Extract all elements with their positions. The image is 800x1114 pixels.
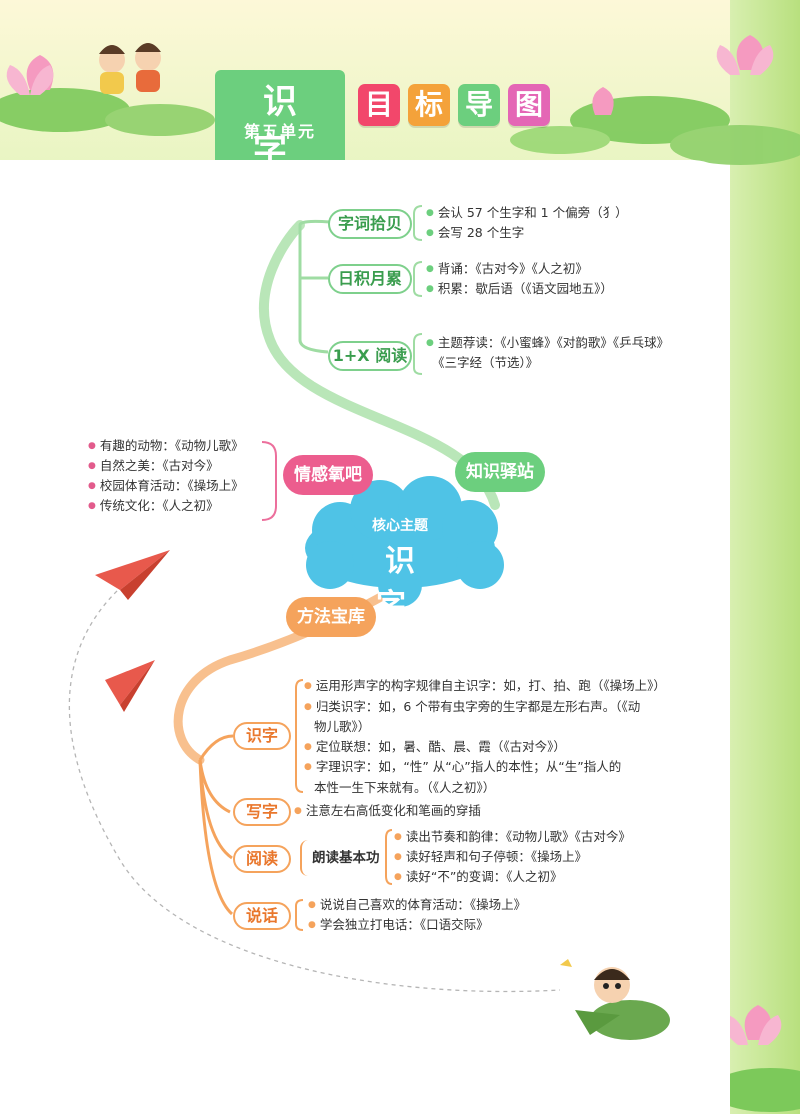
list-item: 运用形声字的构字规律自主识字：如，打、拍、跑（《操场上》） (315, 678, 666, 693)
emotion-items: ●有趣的动物：《动物儿歌》 ●自然之美：《古对今》 ●校园体育活动：《操场上》 … (88, 436, 244, 516)
knowledge-brace (413, 261, 423, 297)
list-item: 《三字经（节选）》 (432, 355, 539, 370)
bullet-icon: ● (426, 284, 434, 294)
list-item: 本性一生下来就有。（《人之初》） (314, 779, 496, 795)
header-tile: 目 (358, 84, 400, 126)
list-item: 读出节奏和韵律：《动物儿歌》《古对今》 (405, 829, 631, 844)
bullet-icon: ● (394, 832, 402, 842)
boy-on-plane-illustration (560, 959, 670, 1040)
list-item: 学会独立打电话：《口语交际》 (319, 917, 489, 932)
bullet-icon: ● (426, 338, 434, 348)
bullet-icon: ● (304, 741, 312, 752)
method-xiezi-text: ●注意左右高低变化和笔画的穿插 (294, 801, 481, 821)
branch-yuedu-x: 1+X 阅读 (328, 341, 412, 371)
bullet-icon: ● (426, 208, 434, 218)
list-item: 注意左右高低变化和笔画的穿插 (305, 803, 481, 818)
bullet-icon: ● (304, 701, 312, 712)
yuedu-sub-box (300, 840, 382, 876)
list-item: 传统文化：《人之初》 (99, 498, 219, 513)
bullet-icon: ● (394, 852, 402, 862)
knowledge-brace (413, 205, 423, 241)
method-shuohua: 说话 (233, 902, 291, 930)
list-item: 归类识字：如，6 个带有虫字旁的生字都是左形右声。（《动 (315, 698, 641, 714)
list-item: 会认 57 个生字和 1 个偏旁（犭） (437, 205, 628, 220)
unit-title: 识 字 (253, 82, 317, 171)
branch-zici-items: ●会认 57 个生字和 1 个偏旁（犭） ●会写 28 个生字 (426, 203, 628, 243)
unit-subtitle: 第五单元 (243, 122, 316, 141)
list-item: 校园体育活动：《操场上》 (99, 478, 244, 493)
method-brace (295, 899, 304, 931)
method-yuedu: 阅读 (233, 845, 291, 873)
bullet-icon: ● (294, 806, 302, 816)
knowledge-branch-line (298, 225, 329, 354)
list-item: 字理识字：如，“性” 从“心”指人的本性；从“生”指人的 (315, 759, 622, 774)
list-item: 自然之美：《古对今》 (99, 458, 219, 473)
knowledge-branch-line (298, 219, 331, 226)
method-shizi-items: ●运用形声字的构字规律自主识字：如，打、拍、跑（《操场上》） ●归类识字：如，6… (304, 676, 666, 797)
bullet-icon: ● (88, 481, 96, 491)
method-branch-line (198, 759, 234, 916)
children-illustration (99, 43, 161, 94)
header-tile: 图 (508, 84, 550, 126)
flight-path (68, 574, 561, 993)
hub-method: 方法宝库 (286, 597, 376, 637)
bullet-icon: ● (304, 681, 312, 691)
bullet-icon: ● (394, 872, 402, 882)
method-brace (295, 679, 304, 793)
branch-zici: 字词拾贝 (328, 209, 412, 239)
hub-emotion: 情感氧吧 (283, 455, 373, 495)
list-item: 主题荐读：《小蜜蜂》《对韵歌》《乒乓球》 (437, 335, 670, 350)
lotus-flower-decoration (6, 35, 782, 1045)
list-item: 说说自己喜欢的体育活动：《操场上》 (319, 897, 527, 912)
bullet-icon: ● (426, 228, 434, 238)
method-shizi: 识字 (233, 722, 291, 750)
bullet-icon: ● (426, 264, 434, 274)
bullet-icon: ● (304, 762, 312, 772)
method-yuedu-items: ●读出节奏和韵律：《动物儿歌》《古对今》 ●读好轻声和句子停顿：《操场上》 ●读… (394, 827, 631, 887)
lily-pad-decoration (710, 1068, 800, 1112)
list-item: 积累：歇后语（《语文园地五》） (437, 281, 613, 296)
method-branch-line (198, 734, 234, 761)
list-item: 物儿歌》） (314, 719, 371, 734)
page-panel (0, 160, 730, 1114)
header-tile: 导 (458, 84, 500, 126)
list-item: 读好轻声和句子停顿：《操场上》 (405, 849, 588, 864)
bullet-icon: ● (308, 920, 316, 930)
core-topic-cloud (305, 476, 504, 607)
method-brace (385, 829, 393, 885)
bullet-icon: ● (88, 461, 96, 471)
emotion-brace (261, 441, 277, 521)
list-item: 会写 28 个生字 (437, 225, 525, 240)
list-item: 定位联想：如，暑、酷、晨、霞（《古对今》） (315, 738, 566, 754)
branch-riji-items: ●背诵：《古对今》《人之初》 ●积累：歇后语（《语文园地五》） (426, 259, 613, 299)
method-shuohua-items: ●说说自己喜欢的体育活动：《操场上》 ●学会独立打电话：《口语交际》 (308, 895, 526, 935)
bullet-icon: ● (88, 441, 96, 451)
core-topic-label: 核心主题 (372, 518, 428, 534)
paper-plane-icon (95, 550, 170, 712)
branch-riji: 日积月累 (328, 264, 412, 294)
yuedu-sub-label: 朗读基本功 (312, 850, 380, 866)
method-xiezi: 写字 (233, 798, 291, 826)
list-item: 有趣的动物：《动物儿歌》 (99, 438, 244, 453)
bullet-icon: ● (88, 501, 96, 511)
list-item: 读好“不”的变调：《人之初》 (405, 869, 563, 884)
knowledge-brace (413, 333, 423, 375)
unit-title-badge (215, 70, 345, 146)
bullet-icon: ● (308, 900, 316, 910)
knowledge-ribbon (259, 220, 500, 510)
header-tile: 标 (408, 84, 450, 126)
branch-yuedu-x-items: ●主题荐读：《小蜜蜂》《对韵歌》《乒乓球》 《三字经（节选）》 (426, 333, 669, 373)
hub-knowledge: 知识驿站 (455, 452, 545, 492)
list-item: 背诵：《古对今》《人之初》 (437, 261, 588, 276)
core-topic-title: 识 字 (376, 544, 433, 623)
